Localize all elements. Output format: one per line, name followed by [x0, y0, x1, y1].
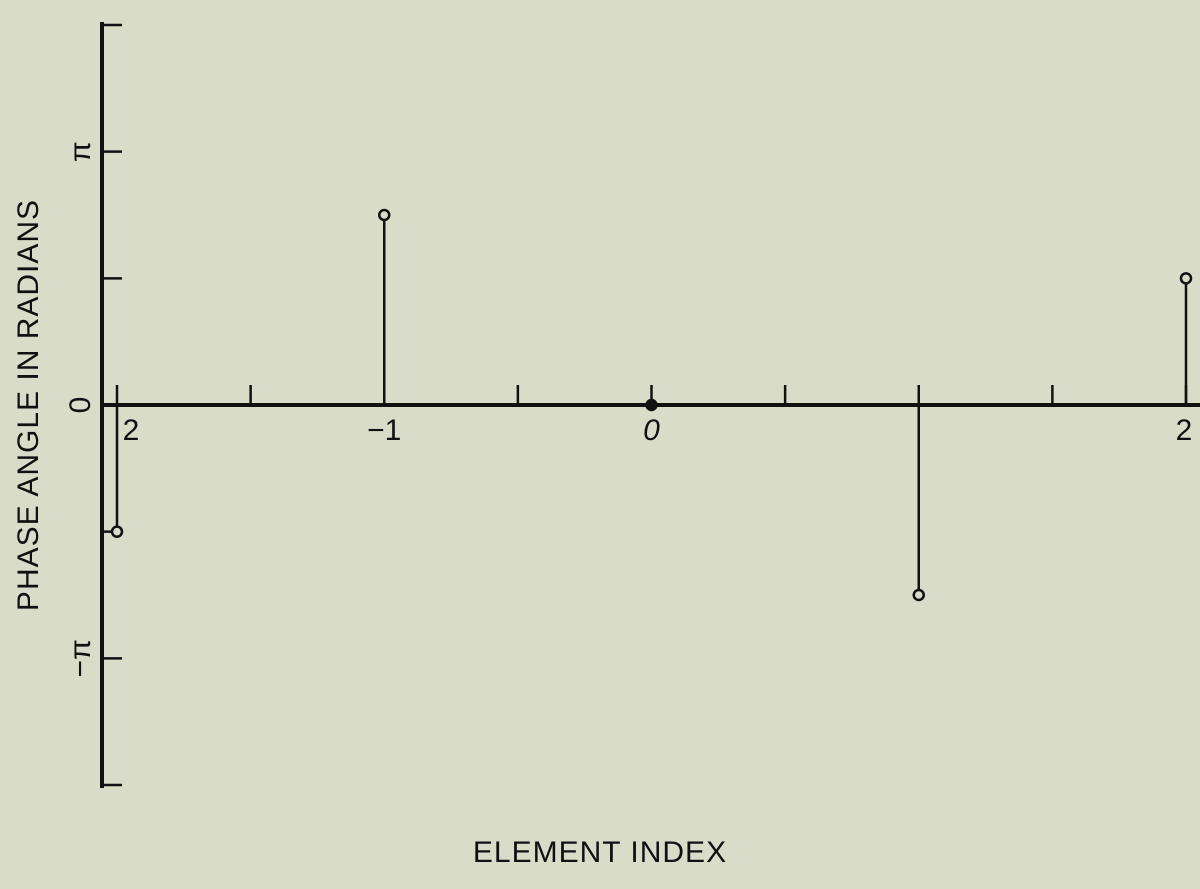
- stem-marker: [912, 588, 925, 602]
- y-axis-title: PHASE ANGLE IN RADIANS: [12, 199, 45, 611]
- y-tick-label: π: [64, 141, 97, 162]
- stem-marker: [1179, 272, 1193, 285]
- x-tick-label: −1: [367, 414, 401, 447]
- tick-labels: π 0 −π 2 −1 0 2: [64, 141, 1192, 677]
- y-tick-label: −π: [64, 639, 97, 677]
- x-tick-label: 2: [1176, 414, 1193, 447]
- stem-marker: [110, 525, 124, 538]
- x-axis-title: ELEMENT INDEX: [473, 836, 727, 869]
- x-tick-label: 0: [643, 414, 660, 447]
- stems: [110, 208, 1193, 602]
- y-tick-label: 0: [64, 397, 97, 414]
- stem-marker: [378, 208, 391, 222]
- x-tick-label: 2: [123, 414, 140, 447]
- stem-marker: [645, 398, 658, 412]
